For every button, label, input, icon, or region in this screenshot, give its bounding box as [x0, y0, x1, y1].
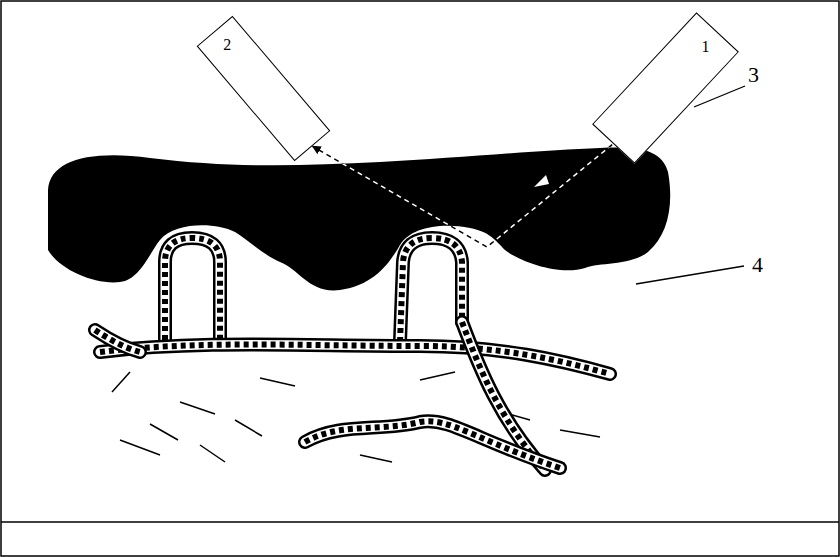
- callout-number: 3: [748, 64, 759, 86]
- probe-number: 2: [223, 36, 231, 52]
- epidermis: [48, 148, 670, 291]
- probe-number: 1: [701, 39, 709, 55]
- capillary-loops: [95, 238, 610, 470]
- light-path-inner: [313, 145, 613, 247]
- arrowhead: [534, 175, 549, 187]
- connector-layer: [313, 145, 613, 247]
- probe-box: 1: [592, 12, 739, 163]
- frame-rule: [1, 521, 839, 523]
- leader-line: [636, 266, 744, 284]
- callout-number: 4: [752, 254, 763, 276]
- probe-box: 2: [196, 15, 330, 160]
- light-path: [313, 145, 613, 247]
